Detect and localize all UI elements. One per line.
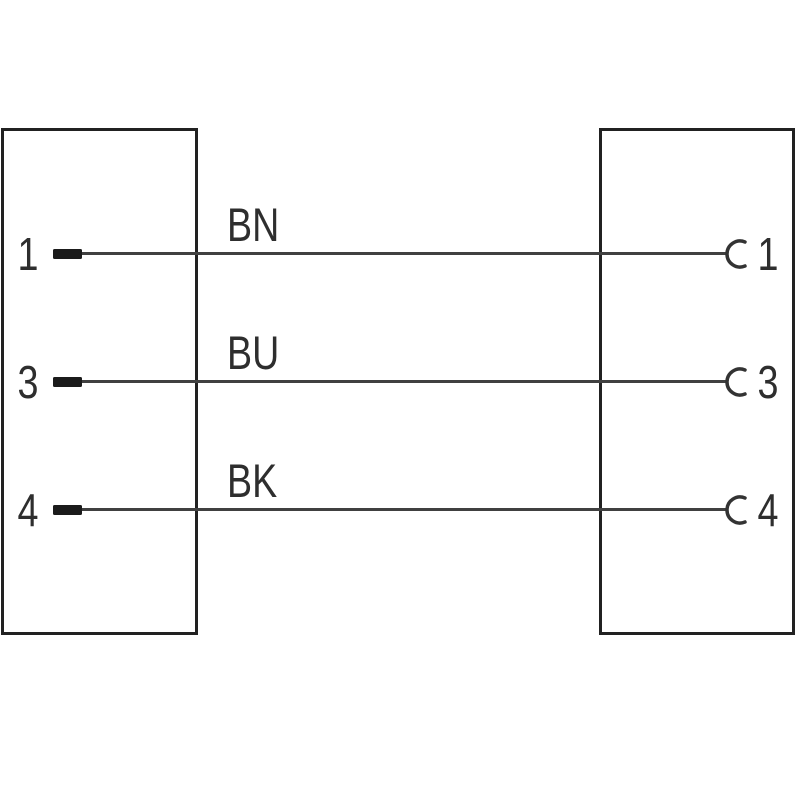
female-socket-icon (725, 495, 747, 525)
right-pin-number: 4 (757, 484, 779, 536)
left-pin-number: 4 (17, 484, 39, 536)
male-pin-icon (53, 249, 82, 259)
wire-label: BN (227, 198, 280, 251)
left-pin-number: 3 (17, 356, 39, 408)
wire-bu (82, 380, 727, 383)
female-socket-icon (725, 367, 747, 397)
wire-bn (82, 252, 727, 255)
female-socket-icon (725, 239, 747, 269)
right-pin-number: 1 (757, 228, 779, 280)
male-pin-icon (53, 377, 82, 387)
left-pin-number: 1 (17, 228, 39, 280)
wire-bk (82, 508, 727, 511)
wire-label: BK (227, 454, 278, 507)
male-pin-icon (53, 505, 82, 515)
wire-label: BU (227, 326, 280, 379)
right-pin-number: 3 (757, 356, 779, 408)
